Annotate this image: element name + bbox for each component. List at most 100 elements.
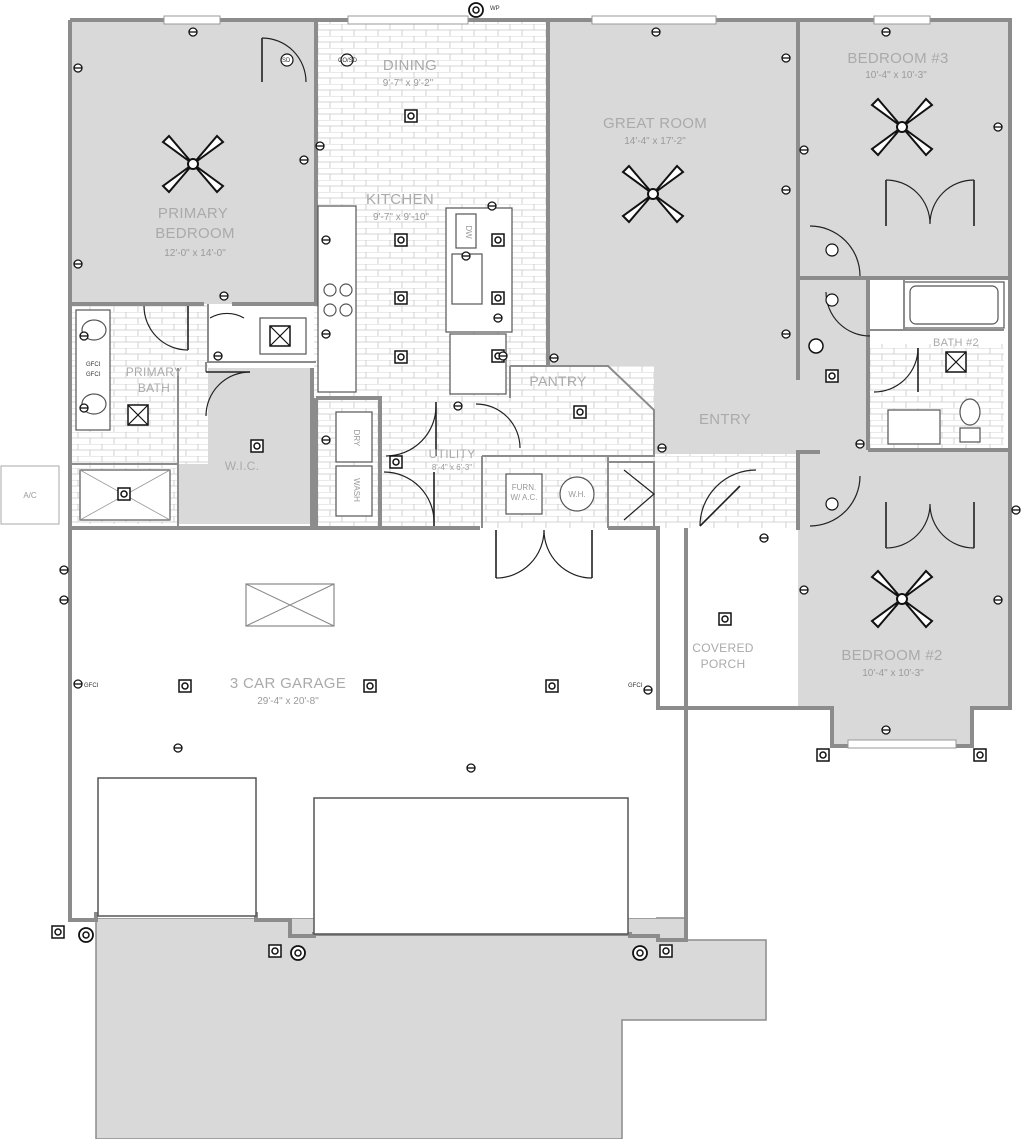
door-swings <box>143 37 975 579</box>
wall-outlet-icon <box>453 401 463 411</box>
wall-outlet-icon <box>643 685 653 695</box>
dining-dims: 9'-7" x 9'-2" <box>383 78 434 89</box>
wall-outlet-icon <box>321 435 331 445</box>
garage-wall <box>72 526 796 710</box>
wall-outlet-icon <box>315 141 325 151</box>
wall-outlet-icon <box>73 679 83 689</box>
covered-porch-label-1: COVERED <box>692 641 753 655</box>
great-room-label: GREAT ROOM <box>603 115 707 132</box>
ceiling-light-icon <box>394 291 408 305</box>
water-heater-label: W.H. <box>568 490 585 499</box>
utility-label: UTILITY <box>429 447 476 461</box>
kitchen-dims: 9'-7" x 9'-10" <box>373 212 429 223</box>
wall-outlet-icon <box>781 329 791 339</box>
great-room-dims: 14'-4" x 17'-2" <box>624 136 686 147</box>
wall-outlet-icon <box>799 145 809 155</box>
furnace <box>505 473 543 515</box>
wall-outlet-icon <box>321 235 331 245</box>
ceiling-light-icon <box>178 679 192 693</box>
cooktop-burner <box>339 303 353 317</box>
wall-outlet-icon <box>213 351 223 361</box>
wall-outlet-icon <box>299 155 309 165</box>
ceiling-light-icon <box>394 233 408 247</box>
bedroom-3-label: BEDROOM #3 <box>847 50 948 67</box>
primary-bedroom-label-2: BEDROOM <box>155 225 235 242</box>
windows <box>163 15 957 749</box>
garage-door-single <box>97 777 257 917</box>
wall-outlet-icon <box>781 53 791 63</box>
wall-outlet-icon <box>855 439 865 449</box>
wall-outlet-icon <box>881 27 891 37</box>
ceiling-light-icon <box>491 291 505 305</box>
interior-wall-entry-closet <box>608 461 655 528</box>
ceiling-light-icon <box>808 338 824 354</box>
wall-outlet-icon <box>73 63 83 73</box>
kitchen-sink <box>451 253 483 305</box>
ceiling-light-icon <box>363 679 377 693</box>
exterior-light-icon <box>78 927 94 943</box>
interior-wall-pantry <box>482 365 655 457</box>
furnace-label-1: FURN. <box>512 483 536 492</box>
wall-outlet-icon <box>993 595 1003 605</box>
ceiling-light-icon <box>250 439 264 453</box>
wic-label: W.I.C. <box>225 459 259 473</box>
wall-outlet-icon <box>321 329 331 339</box>
bath-2-toilet <box>959 398 981 426</box>
wall-outlet-icon <box>549 353 559 363</box>
cooktop-burner <box>339 283 353 297</box>
ceiling-light-icon <box>51 925 65 939</box>
bedroom-3-dims: 10'-4" x 10'-3" <box>865 70 927 81</box>
wall-outlet-icon <box>651 27 661 37</box>
ac-label: A/C <box>23 491 37 500</box>
smoke-detector-icon <box>825 497 839 511</box>
dryer-label: DRY <box>352 430 361 447</box>
bath-2-tub <box>909 285 999 325</box>
water-heater <box>559 476 595 512</box>
ceiling-light-icon <box>389 455 403 469</box>
wall-outlet-icon <box>79 331 89 341</box>
kitchen-counter-left <box>317 205 357 393</box>
ceiling-light-icon <box>268 944 282 958</box>
exterior-light-icon <box>290 945 306 961</box>
bath-2-vanity <box>887 409 941 445</box>
exhaust-fans <box>127 325 967 426</box>
primary-bedroom-label-1: PRIMARY <box>158 205 228 222</box>
interior-wall-utility <box>310 368 382 528</box>
bedroom-3-floor <box>798 22 1008 278</box>
garage-dims: 29'-4" x 20'-8" <box>257 696 319 707</box>
wall-outlet-icon <box>487 201 497 211</box>
cooktop-burner <box>323 303 337 317</box>
wall-outlet-icon <box>799 585 809 595</box>
ceiling-light-icon <box>573 405 587 419</box>
ceiling-light-icon <box>659 944 673 958</box>
smoke-detector-icon <box>280 53 294 67</box>
bath-2-label: BATH #2 <box>933 337 979 349</box>
gfci-label: GFCI <box>84 683 99 689</box>
furnace-label-2: W/ A.C. <box>510 493 537 502</box>
wall-outlet-icon <box>188 27 198 37</box>
wall-outlet-icon <box>498 351 508 361</box>
washer-label: WASH <box>352 478 361 502</box>
smoke-detector-icon <box>825 293 839 307</box>
wall-outlet-icon <box>219 291 229 301</box>
primary-bedroom-dims: 12'-0" x 14'-0" <box>164 248 226 259</box>
garage-door-double <box>313 797 629 935</box>
ceiling-light-icon <box>404 109 418 123</box>
wall-outlet-icon <box>59 565 69 575</box>
wall-outlet-icon <box>461 251 471 261</box>
wall-outlet-icon <box>73 259 83 269</box>
co-sd-label: CO/SD <box>338 58 358 64</box>
sd-label: SD <box>282 58 291 64</box>
ceiling-light-icon <box>117 487 131 501</box>
wall-outlet-icon <box>466 763 476 773</box>
primary-bath-label-2: BATH <box>138 381 170 395</box>
cooktop-burner <box>323 283 337 297</box>
gfci-label: GFCI <box>86 362 101 368</box>
utility-dims: 8'-4" x 6'-3" <box>432 463 472 472</box>
wall-outlet-icon <box>173 743 183 753</box>
dishwasher-label: DW <box>464 225 473 239</box>
pantry-counter <box>449 333 507 395</box>
wall-outlet-icon <box>881 725 891 735</box>
dryer <box>335 411 373 463</box>
